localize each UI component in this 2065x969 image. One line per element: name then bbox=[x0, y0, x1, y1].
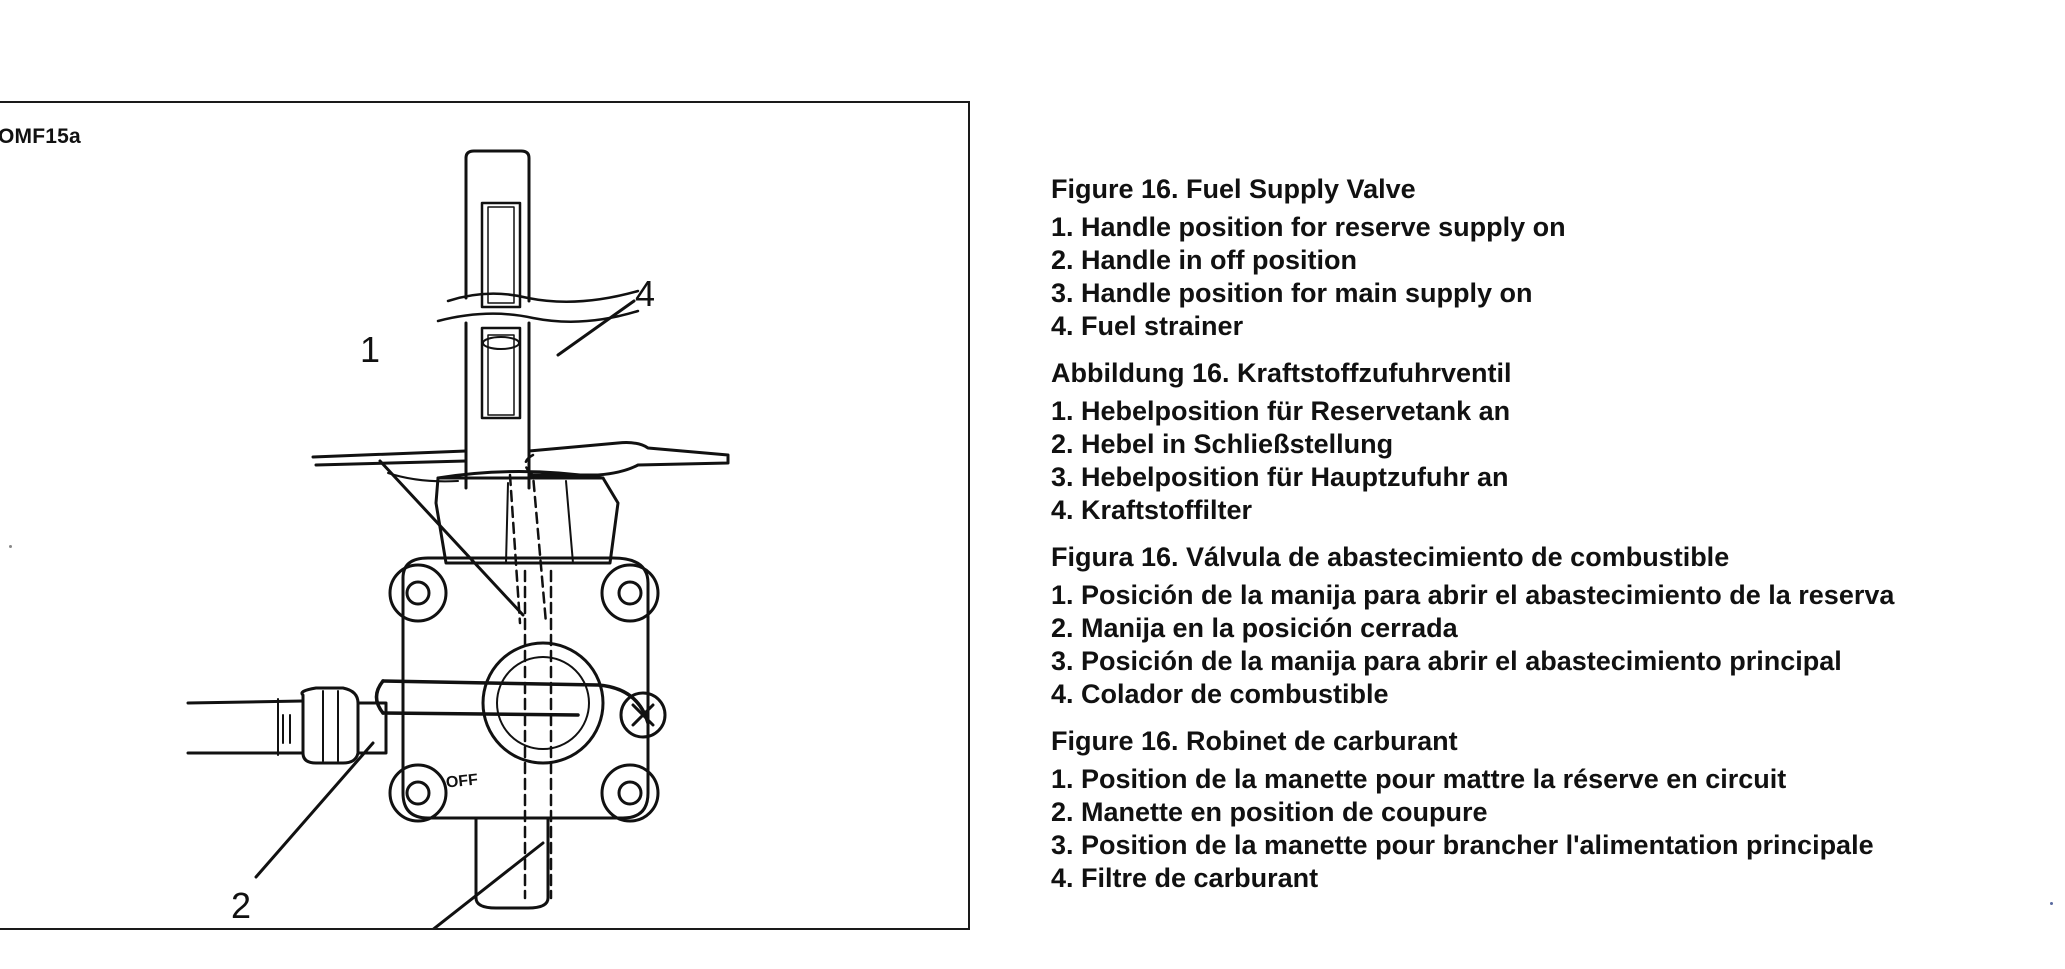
valve-handle bbox=[381, 679, 650, 725]
caption-block-spanish: Figura 16. Válvula de abastecimiento de … bbox=[1051, 539, 2051, 711]
caption-title: Figura 16. Válvula de abastecimiento de … bbox=[1051, 542, 1730, 572]
caption-item: 1. Posición de la manija para abrir el a… bbox=[1051, 580, 1895, 610]
caption-title: Figure 16. Fuel Supply Valve bbox=[1051, 174, 1416, 204]
caption-item: 3. Hebelposition für Hauptzufuhr an bbox=[1051, 462, 1509, 492]
hose-fitting bbox=[300, 686, 360, 765]
handle-reserve-dashed bbox=[523, 569, 553, 900]
caption-block-french: Figure 16. Robinet de carburant 1. Posit… bbox=[1051, 723, 2051, 895]
valve-body bbox=[401, 556, 650, 820]
caption-item: 4. Colador de combustible bbox=[1051, 679, 1389, 709]
caption-item: 3. Position de la manette pour brancher … bbox=[1051, 830, 1874, 860]
leader-line-3 bbox=[432, 841, 545, 928]
valve-boss bbox=[481, 641, 605, 765]
handle-screw bbox=[619, 691, 667, 739]
caption-item: 4. Kraftstoffilter bbox=[1051, 495, 1253, 525]
caption-block-german: Abbildung 16. Kraftstoffzufuhrventil 1. … bbox=[1051, 355, 2051, 527]
leader-line-4 bbox=[556, 299, 636, 357]
figure-frame: OMF15a bbox=[0, 101, 970, 930]
strainer-tube-top bbox=[464, 149, 531, 303]
scan-speck bbox=[9, 545, 12, 548]
caption-item: 4. Filtre de carburant bbox=[1051, 863, 1319, 893]
handle-off-mark: OFF bbox=[445, 771, 479, 792]
caption-item: 1. Position de la manette pour mattre la… bbox=[1051, 764, 1787, 794]
caption-title: Figure 16. Robinet de carburant bbox=[1051, 726, 1458, 756]
fuel-hose bbox=[186, 699, 305, 755]
leader-line-2 bbox=[254, 741, 375, 879]
tank-flange bbox=[311, 441, 730, 477]
caption-area: Figure 16. Fuel Supply Valve 1. Handle p… bbox=[1051, 171, 2051, 907]
figure-id-label: OMF15a bbox=[0, 125, 81, 148]
fuel-valve-drawing bbox=[186, 149, 730, 928]
strainer-mesh-upper bbox=[480, 201, 522, 309]
caption-item: 3. Handle position for main supply on bbox=[1051, 278, 1533, 308]
caption-item: 1. Handle position for reserve supply on bbox=[1051, 212, 1566, 242]
caption-item: 1. Hebelposition für Reservetank an bbox=[1051, 396, 1511, 426]
caption-block-english: Figure 16. Fuel Supply Valve 1. Handle p… bbox=[1051, 171, 2051, 343]
break-mark bbox=[446, 289, 640, 303]
caption-item: 2. Manija en la posición cerrada bbox=[1051, 613, 1458, 643]
valve-outlet bbox=[474, 816, 550, 910]
strainer-mesh-lower bbox=[480, 326, 522, 420]
callout-1: 1 bbox=[360, 329, 381, 370]
callout-4: 4 bbox=[635, 273, 656, 314]
scan-speck bbox=[2050, 902, 2053, 905]
leader-line-1 bbox=[378, 459, 525, 617]
caption-item: 4. Fuel strainer bbox=[1051, 311, 1244, 341]
caption-item: 2. Handle in off position bbox=[1051, 245, 1357, 275]
callout-2: 2 bbox=[231, 885, 252, 926]
handle-main-dashed bbox=[508, 453, 548, 625]
caption-item: 3. Posición de la manija para abrir el a… bbox=[1051, 646, 1842, 676]
mount-ear bbox=[388, 563, 448, 623]
caption-item: 2. Manette en position de coupure bbox=[1051, 797, 1488, 827]
caption-title: Abbildung 16. Kraftstoffzufuhrventil bbox=[1051, 358, 1512, 388]
caption-item: 2. Hebel in Schließstellung bbox=[1051, 429, 1394, 459]
